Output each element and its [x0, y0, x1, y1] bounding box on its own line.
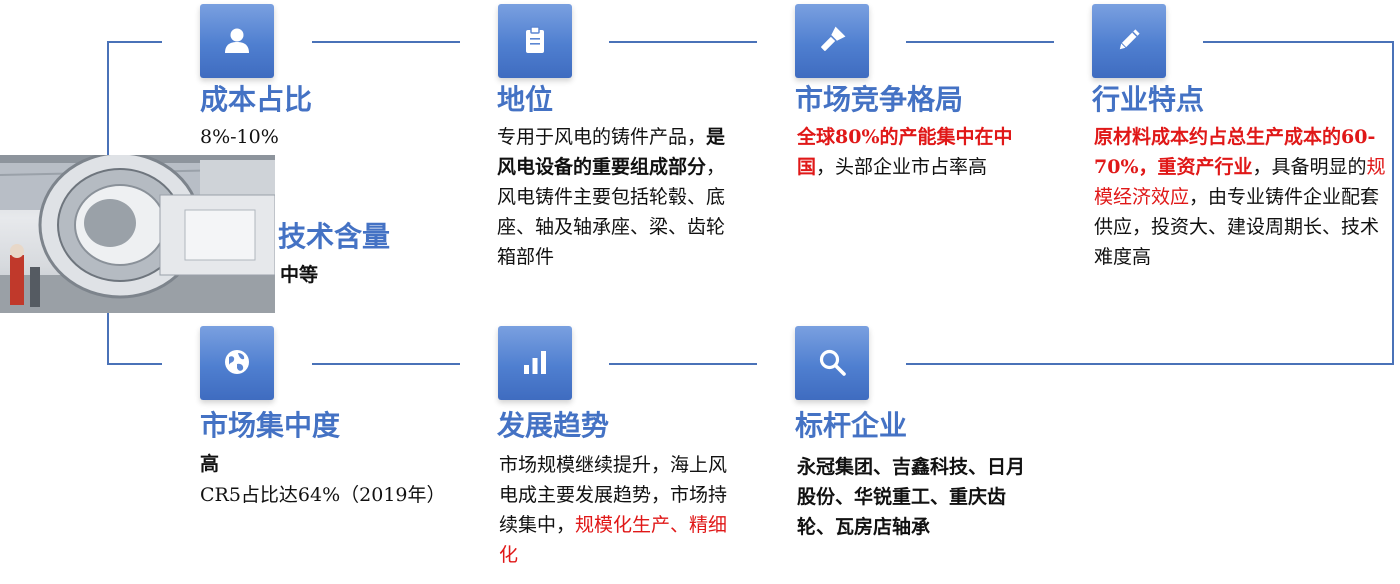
position-body: 专用于风电的铸件产品，是风电设备的重要组成部分，风电铸件主要包括轮毂、底座、轴及…	[497, 122, 737, 272]
flashlight-icon	[821, 26, 846, 51]
trend-text: 市场规模继续提升，海上风电成主要发展趋势，市场持续集中，	[499, 454, 728, 536]
concentration-title: 市场集中度	[200, 410, 341, 441]
concentration-value: 高	[200, 453, 220, 475]
cost-share-value: 8%-10%	[200, 126, 279, 148]
connector-top-1	[312, 41, 460, 43]
industry-body: 原材料成本约占总生产成本的60-70%，重资产行业，具备明显的规模经济效应，由专…	[1094, 122, 1392, 272]
competition-rest: ，头部企业市占率高	[816, 156, 988, 178]
industry-text-2: ，由专业铸件企业配套供应，投资大、建设周期长、技术难度高	[1094, 186, 1380, 268]
connector-left-upper	[107, 41, 109, 156]
connector-top-4	[1203, 41, 1394, 43]
industry-icon-box	[1092, 4, 1166, 78]
connector-right	[1392, 41, 1394, 365]
competition-title: 市场竞争格局	[795, 84, 964, 115]
trend-icon-box	[498, 326, 572, 400]
industry-text-1: ，具备明显的	[1252, 156, 1367, 178]
benchmark-companies: 永冠集团、吉鑫科技、日月股份、华锐重工、重庆齿轮、瓦房店轴承	[797, 456, 1026, 538]
position-text-bold: 是风电设备的重要组成部分	[497, 126, 726, 178]
industry-highlight: 原材料成本约占总生产成本的60-70%，重资产行业	[1094, 126, 1376, 178]
wind-turbine-photo	[0, 155, 275, 313]
competition-highlight: 全球80%的产能集中在中国	[797, 126, 1013, 178]
connector-bottom-1	[312, 363, 460, 365]
connector-top-left	[107, 41, 162, 43]
cost-share-icon-box	[200, 4, 274, 78]
globe-icon	[225, 350, 249, 374]
pencil-icon	[1119, 29, 1140, 50]
trend-highlight: 规模化生产、精细化	[499, 514, 728, 566]
user-icon	[225, 28, 249, 53]
bar-chart-icon	[524, 351, 546, 374]
tech-content-value: 中等	[280, 264, 319, 286]
connector-bottom-right	[906, 363, 1394, 365]
position-text-1: 专用于风电的铸件产品，	[497, 126, 707, 148]
search-icon	[819, 349, 846, 376]
connector-bottom-2	[609, 363, 757, 365]
trend-title: 发展趋势	[497, 410, 610, 441]
competition-body: 全球80%的产能集中在中国，头部企业市占率高	[797, 122, 1022, 182]
turbine-illustration	[0, 155, 275, 313]
industry-highlight-2: 规模经济效应	[1094, 156, 1386, 208]
benchmark-title: 标杆企业	[795, 410, 908, 441]
connector-top-2	[609, 41, 757, 43]
position-title: 地位	[497, 84, 554, 115]
position-icon-box	[498, 4, 572, 78]
connector-left-lower	[107, 313, 109, 365]
concentration-icon-box	[200, 326, 274, 400]
connector-bottom-left	[107, 363, 162, 365]
concentration-detail: CR5占比达64%（2019年）	[200, 484, 446, 506]
industry-title: 行业特点	[1092, 84, 1205, 115]
tech-content-title: 技术含量	[278, 221, 391, 252]
trend-body: 市场规模继续提升，海上风电成主要发展趋势，市场持续集中，规模化生产、精细化	[499, 450, 739, 570]
clipboard-icon	[526, 26, 544, 53]
cost-share-title: 成本占比	[200, 84, 313, 115]
position-text-2: ，风电铸件主要包括轮毂、底座、轴及轴承座、梁、齿轮箱部件	[497, 156, 726, 268]
connector-top-3	[906, 41, 1054, 43]
competition-icon-box	[795, 4, 869, 78]
benchmark-icon-box	[795, 326, 869, 400]
